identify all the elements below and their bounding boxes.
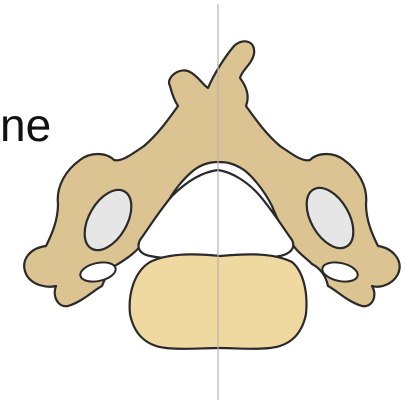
cropped-label: ne: [0, 102, 51, 148]
